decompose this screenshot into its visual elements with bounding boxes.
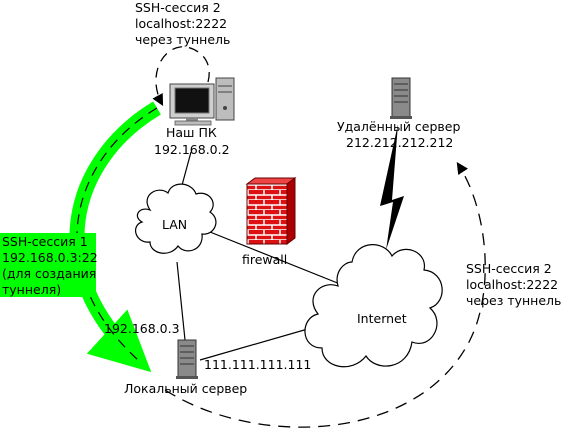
our-pc-ip: 192.168.0.2: [154, 142, 230, 157]
desktop-pc-icon: [169, 77, 235, 126]
ssh1-line3: (для создания: [2, 266, 96, 281]
lan-cloud-icon: [134, 183, 217, 254]
ssh2-top-line2: localhost:2222: [135, 16, 227, 31]
firewall-brick-wall-icon: [245, 177, 297, 245]
ssh1-line1: SSH-сессия 1: [2, 234, 88, 249]
link-local-server-internet: [199, 323, 326, 361]
ssh1-line4: туннеля): [2, 282, 61, 297]
internet-label: Internet: [357, 311, 407, 326]
ssh1-line2: 192.168.0.3:22: [2, 250, 98, 265]
local-server-icon: [176, 339, 198, 379]
ssh-session-2-remote-arc: [164, 162, 486, 428]
local-server-lan-ip: 192.168.0.3: [104, 321, 180, 336]
remote-server-ip: 212.212.212.212: [346, 135, 453, 150]
local-server-name: Локальный сервер: [124, 381, 247, 396]
link-lan-internet: [204, 229, 351, 289]
lan-label: LAN: [162, 217, 187, 232]
remote-server-name: Удалённый сервер: [337, 119, 460, 134]
ssh-session-2-top-loop: [152, 46, 210, 107]
internet-cloud-icon: [304, 244, 443, 368]
ssh2-right-line3: через туннель: [466, 293, 561, 308]
remote-server-icon: [390, 77, 412, 119]
lightning-bolt-icon: [380, 124, 404, 250]
ssh2-right-line2: localhost:2222: [466, 277, 558, 292]
ssh2-top-line1: SSH-сессия 2: [135, 0, 221, 15]
link-lan-local-server: [176, 261, 186, 341]
local-server-ext-ip: 111.111.111.111: [204, 357, 311, 372]
our-pc-name: Наш ПК: [166, 125, 217, 140]
ssh-session-1-tunnel-dash: [76, 107, 158, 361]
ssh-session-1-label-box: [0, 233, 96, 297]
ssh2-right-line1: SSH-сессия 2: [466, 261, 552, 276]
ssh2-top-line3: через туннель: [135, 32, 230, 47]
firewall-label: firewall: [242, 252, 287, 267]
